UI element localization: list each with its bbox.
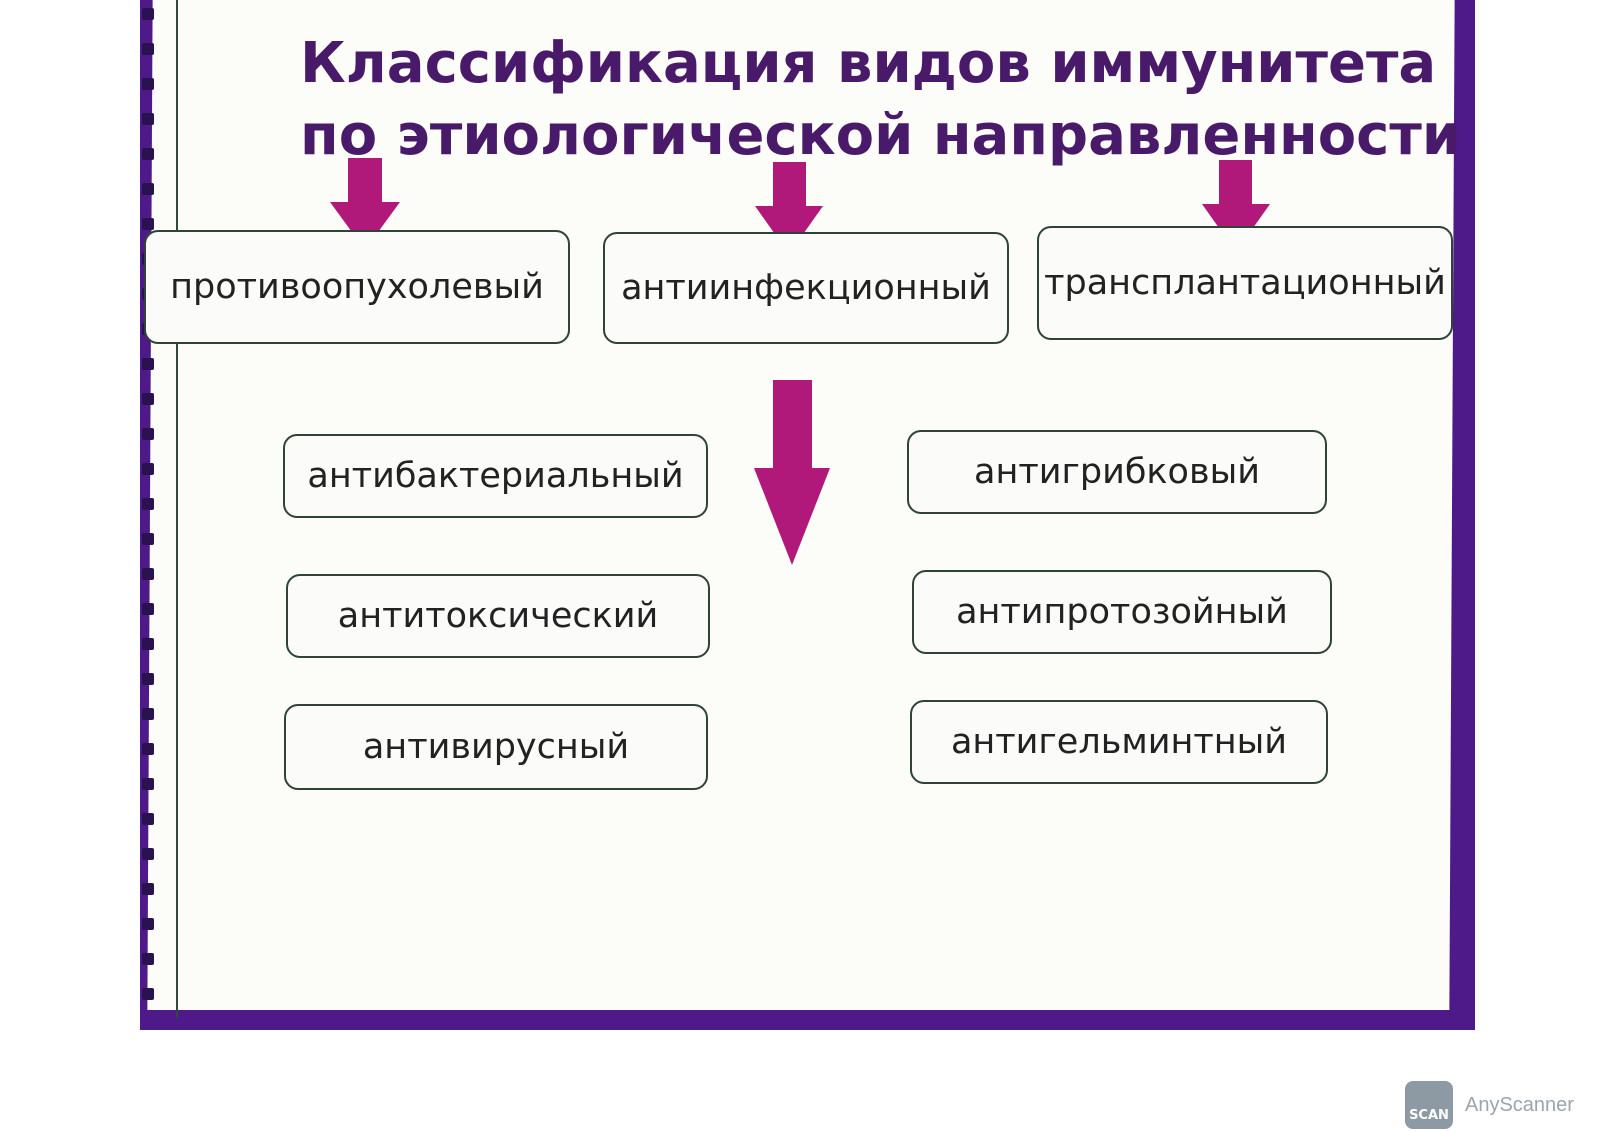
box-antitumor-label: противоопухолевый xyxy=(170,267,544,307)
box-antiprotozoal-label: антипротозойный xyxy=(956,592,1288,632)
anyscanner-watermark: SCAN AnyScanner xyxy=(1405,1080,1585,1130)
arrow-to-antitumor xyxy=(330,158,400,250)
box-antitoxic: антитоксический xyxy=(286,574,710,658)
scan-icon-text: SCAN xyxy=(1409,1108,1449,1123)
box-antiprotozoal: антипротозойный xyxy=(912,570,1332,654)
binding-hole xyxy=(142,603,154,615)
binding-hole xyxy=(142,988,154,1000)
slide-left-border xyxy=(176,0,178,1018)
box-antibacterial: антибактериальный xyxy=(283,434,708,518)
binding-holes xyxy=(140,0,160,1010)
box-anti-infectious: антиинфекционный xyxy=(603,232,1009,344)
binding-hole xyxy=(142,918,154,930)
binding-hole xyxy=(142,463,154,475)
binding-hole xyxy=(142,568,154,580)
arrow-to-anti-infectious xyxy=(755,162,823,254)
binding-hole xyxy=(142,428,154,440)
box-antifungal-label: антигрибковый xyxy=(974,452,1260,492)
binding-hole xyxy=(142,218,154,230)
box-antiviral: антивирусный xyxy=(284,704,708,790)
binding-hole xyxy=(142,113,154,125)
arrow-to-transplant xyxy=(1202,160,1270,252)
box-antihelminthic: антигельминтный xyxy=(910,700,1328,784)
scan-app-icon: SCAN xyxy=(1405,1081,1453,1129)
binding-hole xyxy=(142,778,154,790)
binding-hole xyxy=(142,43,154,55)
binding-hole xyxy=(142,533,154,545)
box-transplant-label: трансплантационный xyxy=(1044,263,1446,303)
binding-hole xyxy=(142,673,154,685)
binding-hole xyxy=(142,393,154,405)
binding-hole xyxy=(142,708,154,720)
binding-hole xyxy=(142,848,154,860)
binding-hole xyxy=(142,883,154,895)
box-antihelminthic-label: антигельминтный xyxy=(950,722,1288,762)
binding-hole xyxy=(142,953,154,965)
box-antitoxic-label: антитоксический xyxy=(337,596,659,636)
binding-hole xyxy=(142,498,154,510)
binding-hole xyxy=(142,8,154,20)
box-transplant: трансплантационный xyxy=(1037,226,1453,340)
binding-hole xyxy=(142,183,154,195)
binding-hole xyxy=(142,743,154,755)
box-antitumor: противоопухолевый xyxy=(144,230,570,344)
binding-hole xyxy=(142,813,154,825)
title-line-2: по этиологической направленности xyxy=(300,103,1462,168)
box-anti-infectious-label: антиинфекционный xyxy=(621,268,991,308)
title-line-1: Классификация видов иммунитета xyxy=(300,31,1437,96)
binding-hole xyxy=(142,638,154,650)
watermark-app-name: AnyScanner xyxy=(1465,1093,1574,1116)
box-antifungal: антигрибковый xyxy=(907,430,1327,514)
arrow-to-subtypes xyxy=(754,380,830,565)
binding-hole xyxy=(142,148,154,160)
binding-hole xyxy=(142,358,154,370)
diagram-title: Классификация видов иммунитета по этиоло… xyxy=(300,28,1462,172)
box-antibacterial-label: антибактериальный xyxy=(307,456,684,496)
box-antiviral-label: антивирусный xyxy=(362,727,630,767)
binding-hole xyxy=(142,78,154,90)
